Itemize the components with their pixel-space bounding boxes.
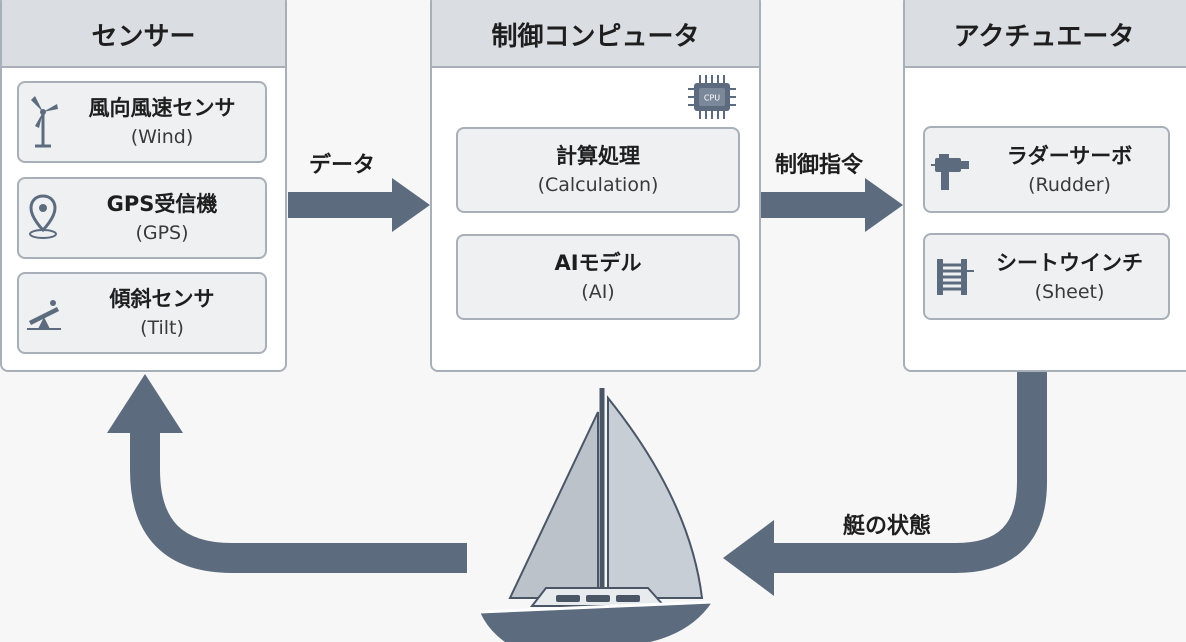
ai-model-title: AIモデル: [554, 251, 642, 275]
sheet-winch-title: シートウインチ: [996, 250, 1143, 275]
cpu-chip-label: CPU: [704, 94, 720, 103]
calculation-subtitle: (Calculation): [537, 174, 659, 196]
boat-state-flow-arrow: [768, 372, 1047, 573]
jib-sail: [607, 395, 704, 599]
command-flow-arrow: [761, 178, 903, 232]
sailboat-illustration: [479, 388, 713, 642]
wind-sensor-subtitle: (Wind): [130, 126, 194, 148]
calculation-card: 計算処理 (Calculation): [456, 127, 740, 213]
servo-icon: [929, 138, 975, 202]
ai-model-card: AIモデル (AI): [456, 234, 740, 320]
sheet-winch-card: シートウインチ (Sheet): [923, 233, 1170, 320]
command-flow-label: 制御指令: [775, 153, 864, 178]
ai-model-subtitle: (AI): [581, 281, 615, 303]
wind-sensor-card: 風向風速センサ (Wind): [17, 81, 267, 163]
tilt-sensor-title: 傾斜センサ: [109, 287, 215, 311]
main-sail: [508, 411, 599, 599]
gps-receiver-card: GPS受信機 (GPS): [17, 177, 267, 259]
rudder-servo-title: ラダーサーボ: [1006, 143, 1133, 168]
gps-receiver-title: GPS受信機: [106, 192, 218, 216]
location-pin-icon: [23, 186, 63, 250]
tilt-sensor-card: 傾斜センサ (Tilt): [17, 272, 267, 354]
data-flow-label: データ: [309, 153, 376, 178]
calculation-title: 計算処理: [556, 144, 640, 168]
sensors-panel-title: センサー: [2, 0, 285, 68]
gps-receiver-subtitle: (GPS): [135, 222, 189, 244]
hull: [480, 602, 712, 642]
tilt-icon: [23, 281, 65, 345]
tilt-sensor-subtitle: (Tilt): [140, 317, 184, 339]
wind-sensor-title: 風向風速センサ: [88, 96, 236, 120]
data-flow-arrow: [288, 178, 430, 232]
cpu-chip-icon: CPU: [684, 73, 740, 121]
boat-state-flow-label: 艇の状態: [843, 514, 932, 539]
sheet-winch-subtitle: (Sheet): [1034, 280, 1105, 303]
actuators-panel-title: アクチュエータ: [905, 0, 1186, 68]
wind-turbine-icon: [23, 90, 63, 154]
rudder-servo-card: ラダーサーボ (Rudder): [923, 126, 1170, 213]
rudder-servo-subtitle: (Rudder): [1028, 173, 1111, 196]
winch-icon: [929, 245, 975, 309]
control-computer-panel-title: 制御コンピュータ: [432, 0, 759, 68]
feedback-flow-arrow: [130, 430, 467, 573]
